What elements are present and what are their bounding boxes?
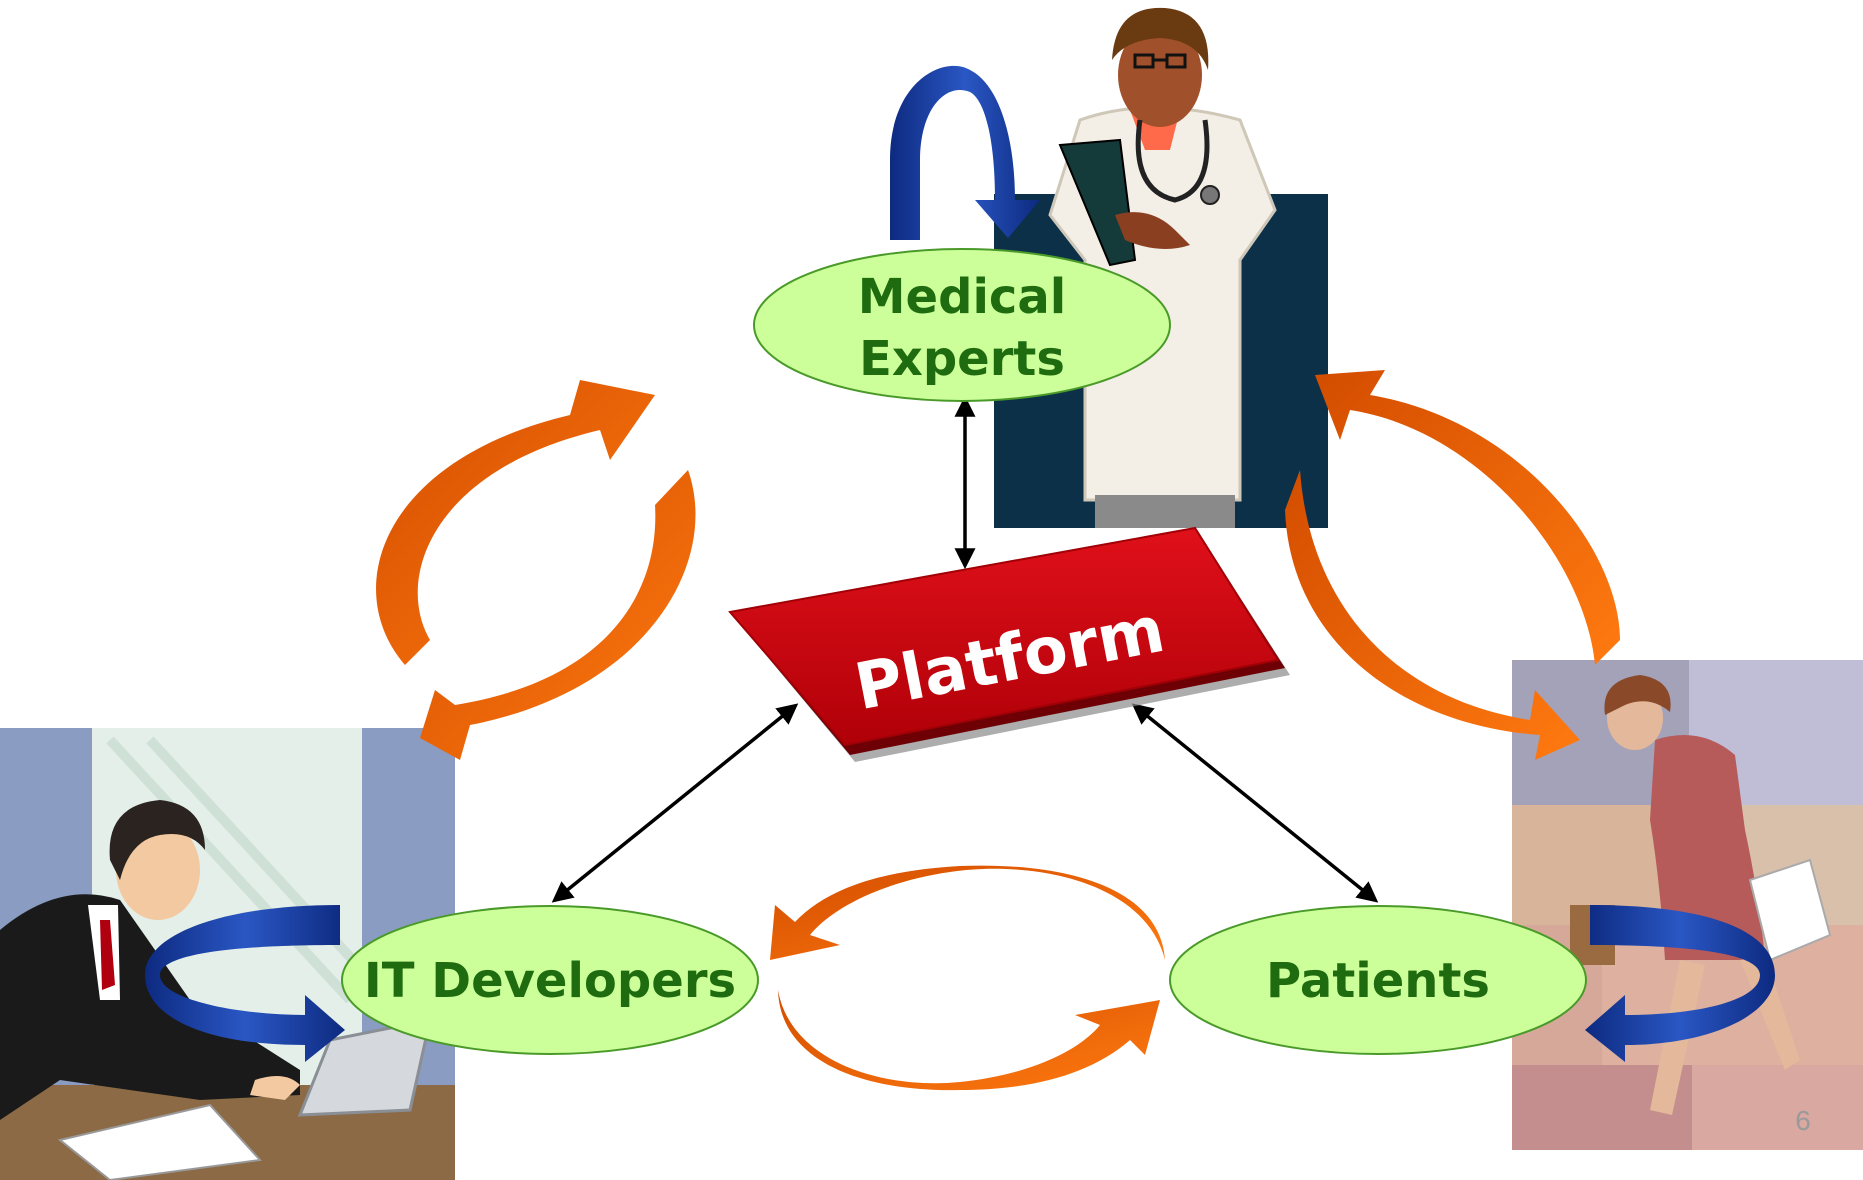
slide-number: 6	[1795, 1105, 1811, 1136]
orange-arrow-bottom-upper	[770, 865, 1165, 960]
node-patients: Patients	[1169, 905, 1587, 1055]
node-it-ellipse	[341, 905, 759, 1055]
blue-loop-it	[145, 905, 345, 1062]
doctor-face	[1118, 23, 1202, 127]
platform-block: Platform	[728, 526, 1290, 762]
node-it-label: IT Developers	[364, 953, 736, 1009]
node-patients-label: Patients	[1266, 953, 1490, 1009]
developer-suit	[0, 894, 300, 1120]
blue-loop-patients	[1585, 905, 1775, 1062]
doctor-hair	[1112, 7, 1209, 70]
orange-arrow-right-lower	[1285, 470, 1580, 760]
doctor-clipboard	[1058, 138, 1137, 267]
node-medical-line1: Medical	[858, 269, 1066, 325]
blue-loop-arrows	[145, 65, 1775, 1062]
orange-arrow-left-upper	[376, 380, 655, 665]
doctor-legs	[1095, 495, 1235, 528]
orange-arrow-right-upper	[1315, 370, 1620, 665]
arrow-platform-it	[551, 703, 799, 903]
node-medical-line2: Experts	[859, 331, 1065, 387]
node-patients-ellipse	[1169, 905, 1587, 1055]
patient-hair	[1604, 675, 1671, 715]
tie-icon	[100, 920, 115, 990]
arrow-platform-patients	[1131, 703, 1379, 903]
blue-loop-medical	[890, 65, 1040, 241]
orange-arrow-left-lower	[420, 470, 696, 760]
desk-papers	[57, 1103, 263, 1180]
stethoscope-icon	[1135, 119, 1210, 203]
platform-face	[728, 526, 1280, 747]
developer-hair	[109, 800, 205, 880]
orange-cycle-arrows	[376, 370, 1620, 1091]
patient-papers	[1748, 858, 1832, 962]
patient-dress	[1650, 735, 1765, 960]
orange-arrow-bottom-lower	[778, 990, 1160, 1091]
platform-connectors	[551, 395, 1379, 903]
node-medical-ellipse	[753, 248, 1171, 402]
node-it-developers: IT Developers	[341, 905, 759, 1055]
node-medical-experts: Medical Experts	[753, 248, 1171, 402]
